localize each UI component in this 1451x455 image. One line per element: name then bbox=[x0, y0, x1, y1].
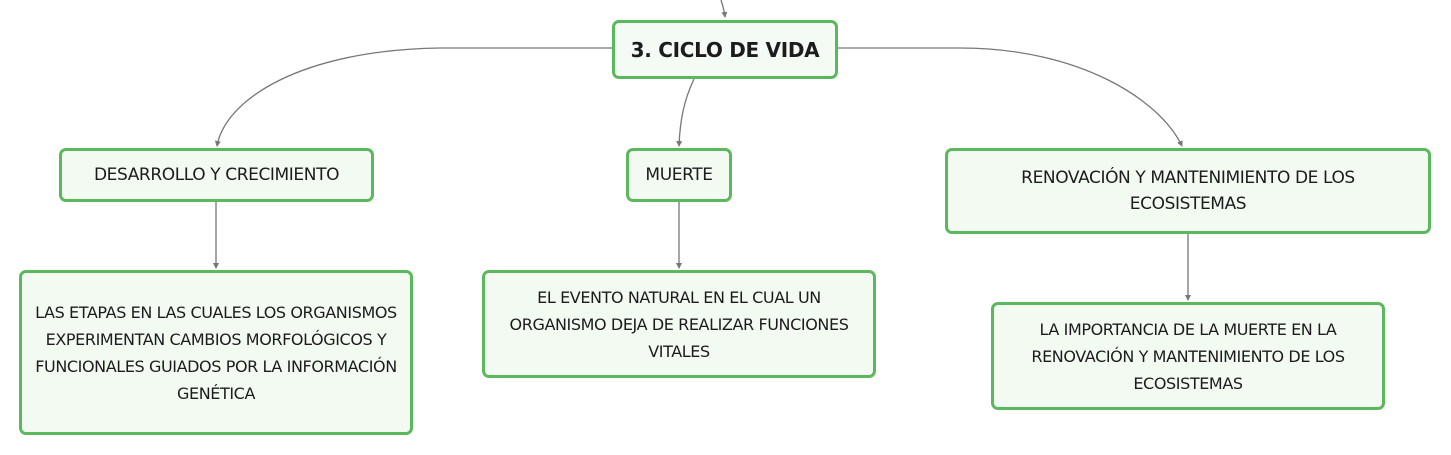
topic-label: DESARROLLO Y CRECIMIENTO bbox=[93, 165, 340, 185]
subtopic-label: EL EVENTO NATURAL EN EL CUAL UN ORGANISM… bbox=[509, 287, 849, 361]
root-topic-ciclo-de-vida[interactable]: 3. CICLO DE VIDA bbox=[612, 20, 838, 79]
root-topic-label: 3. CICLO DE VIDA bbox=[630, 37, 820, 62]
topic-label: MUERTE bbox=[645, 165, 713, 185]
connector-root-to-renovacion bbox=[838, 47, 1183, 147]
subtopic-evento-natural[interactable]: EL EVENTO NATURAL EN EL CUAL UN ORGANISM… bbox=[482, 270, 876, 378]
topic-label: RENOVACIÓN Y MANTENIMIENTO DE LOS ECOSIS… bbox=[1021, 168, 1355, 214]
topic-desarrollo-y-crecimiento[interactable]: DESARROLLO Y CRECIMIENTO bbox=[59, 148, 374, 202]
connector-root-to-muerte bbox=[676, 78, 695, 147]
subtopic-label: LAS ETAPAS EN LAS CUALES LOS ORGANISMOS … bbox=[35, 302, 397, 403]
subtopic-etapas-organismos[interactable]: LAS ETAPAS EN LAS CUALES LOS ORGANISMOS … bbox=[19, 270, 413, 435]
connector-incoming-root bbox=[720, 0, 728, 18]
topic-renovacion-y-mantenimiento[interactable]: RENOVACIÓN Y MANTENIMIENTO DE LOS ECOSIS… bbox=[945, 148, 1431, 234]
topic-muerte[interactable]: MUERTE bbox=[626, 148, 732, 202]
subtopic-importancia-muerte[interactable]: LA IMPORTANCIA DE LA MUERTE EN LA RENOVA… bbox=[991, 302, 1385, 410]
connector-root-to-desarrollo bbox=[214, 47, 612, 147]
subtopic-label: LA IMPORTANCIA DE LA MUERTE EN LA RENOVA… bbox=[1031, 319, 1345, 393]
